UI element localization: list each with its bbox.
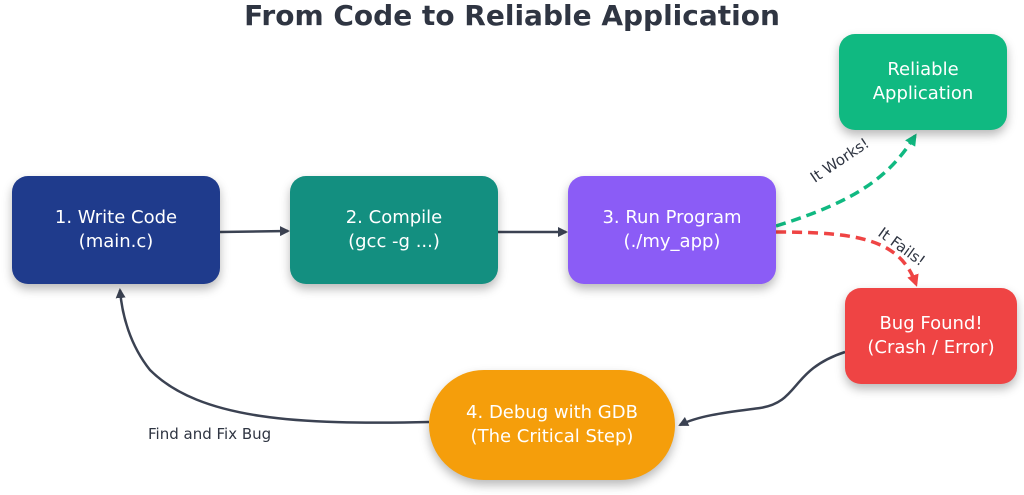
node-write-code: 1. Write Code (main.c)	[12, 176, 220, 284]
node-write-code-line2: (main.c)	[78, 231, 154, 252]
node-bug-found-line2: (Crash / Error)	[867, 337, 995, 358]
node-compile-line2: (gcc -g ...)	[348, 231, 440, 252]
node-run-program-line2: (./my_app)	[623, 231, 721, 252]
node-debug-gdb-line1: 4. Debug with GDB	[466, 402, 638, 423]
node-reliable-application-line2: Application	[872, 83, 974, 104]
arrow-debug-to-write	[115, 288, 430, 424]
node-debug-gdb: 4. Debug with GDB (The Critical Step)	[429, 370, 675, 480]
node-reliable-application-line1: Reliable	[887, 59, 959, 80]
diagram-title: From Code to Reliable Application	[244, 0, 780, 32]
edge-label-find-and-fix-bug: Find and Fix Bug	[148, 425, 272, 443]
node-compile: 2. Compile (gcc -g ...)	[290, 176, 498, 284]
node-bug-found-line1: Bug Found!	[879, 313, 983, 334]
node-write-code-line1: 1. Write Code	[54, 207, 178, 228]
arrow-bug-to-debug	[678, 350, 846, 427]
arrow-run-to-reliable	[775, 133, 917, 228]
arrow-run-to-bug	[775, 230, 919, 287]
node-reliable-application: Reliable Application	[839, 34, 1007, 130]
node-run-program-line1: 3. Run Program	[602, 207, 742, 228]
node-debug-gdb-line2: (The Critical Step)	[470, 426, 634, 447]
node-bug-found: Bug Found! (Crash / Error)	[845, 288, 1017, 384]
arrow-write-to-compile	[219, 226, 290, 237]
node-run-program: 3. Run Program (./my_app)	[568, 176, 776, 284]
node-compile-line1: 2. Compile	[345, 207, 443, 228]
